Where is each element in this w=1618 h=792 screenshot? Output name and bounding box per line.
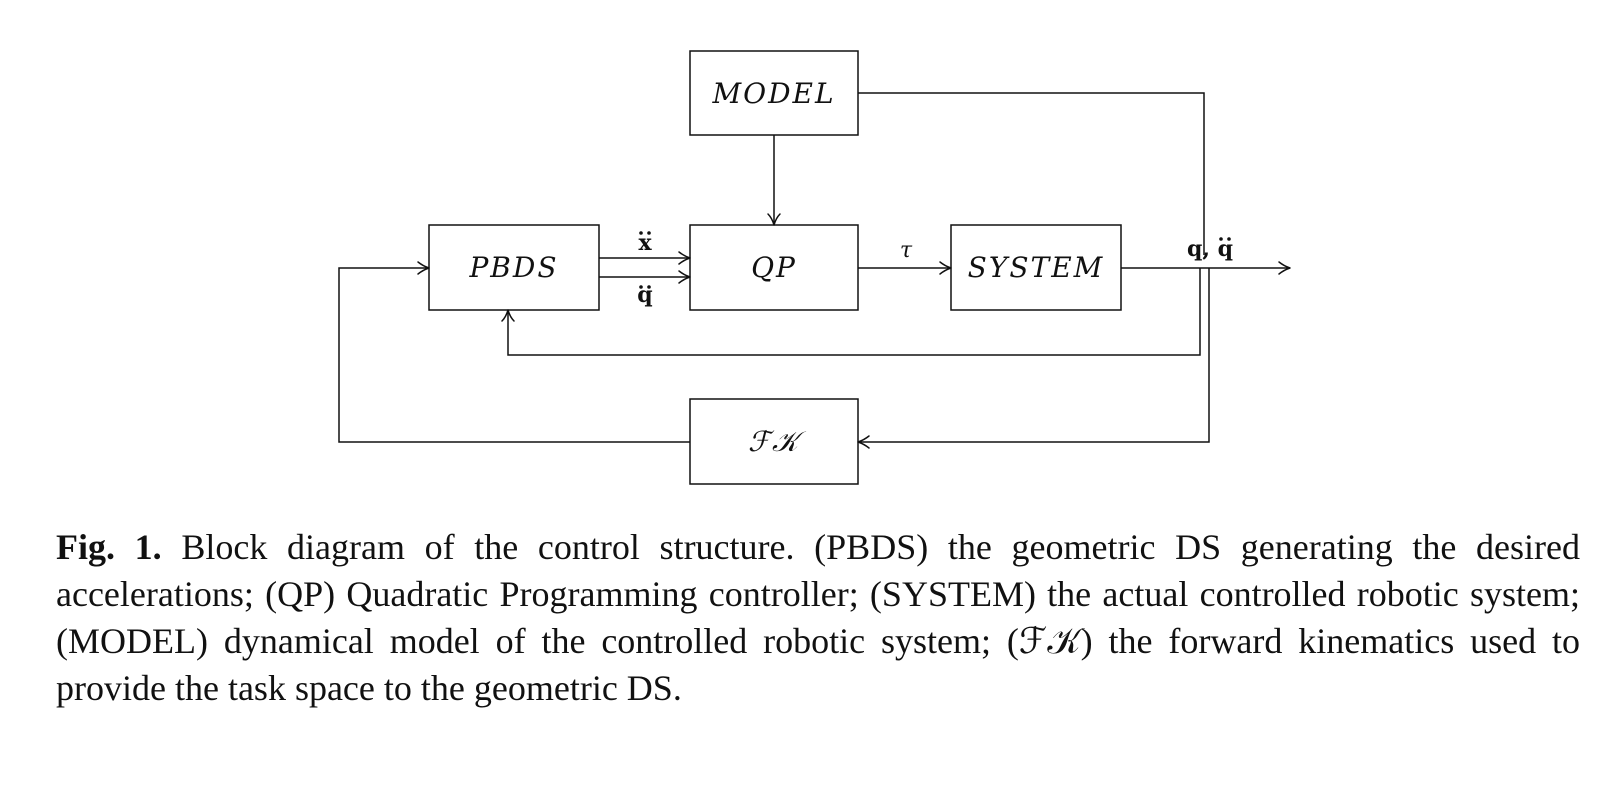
- figure-label: Fig. 1.: [56, 527, 162, 567]
- model-block-label: MODEL: [711, 77, 835, 110]
- qp-block-label: QP: [751, 251, 797, 284]
- model-to-qp-arrow: [767, 135, 781, 226]
- q-ddot-arrow: [599, 270, 691, 284]
- q-qddot-dot-right: [1227, 237, 1231, 241]
- system-block-label: SYSTEM: [968, 251, 1105, 284]
- feedback-to-pbds-arrow: [501, 268, 1201, 356]
- x-ddot-arrow: [599, 251, 691, 265]
- output-arrow: [1121, 261, 1291, 275]
- tau-arrow: [858, 261, 952, 275]
- fk-to-pbds-arrow: [338, 261, 690, 443]
- q-qddot-label-text: q, q: [1187, 236, 1233, 262]
- model-block: MODEL: [689, 50, 859, 136]
- caption-text: Block diagram of the control structure. …: [56, 527, 1581, 708]
- q-qddot-dot-left: [1219, 237, 1223, 241]
- block-diagram: MODEL PBDS QP SYSTEM ℱ𝒦 x: [338, 50, 1291, 485]
- x-ddot-label: x: [638, 230, 652, 256]
- q-ddot-dot-left: [639, 285, 643, 289]
- pbds-block: PBDS: [428, 224, 600, 311]
- q-qddot-label: q, q: [1187, 236, 1233, 262]
- feedback-to-fk-arrow: [857, 268, 1210, 449]
- x-ddot-label-text: x: [638, 230, 652, 256]
- x-ddot-dot-left: [639, 231, 643, 235]
- qp-block: QP: [689, 224, 859, 311]
- fk-block: ℱ𝒦: [689, 398, 859, 485]
- fk-block-label: ℱ𝒦: [748, 425, 807, 458]
- figure-caption: Fig. 1. Block diagram of the control str…: [56, 524, 1580, 712]
- q-ddot-label: q: [637, 282, 652, 308]
- model-to-output-line: [858, 92, 1205, 255]
- system-block: SYSTEM: [950, 224, 1122, 311]
- tau-label: τ: [900, 238, 913, 263]
- x-ddot-dot-right: [647, 231, 651, 235]
- q-ddot-dot-right: [647, 285, 651, 289]
- pbds-block-label: PBDS: [468, 251, 558, 284]
